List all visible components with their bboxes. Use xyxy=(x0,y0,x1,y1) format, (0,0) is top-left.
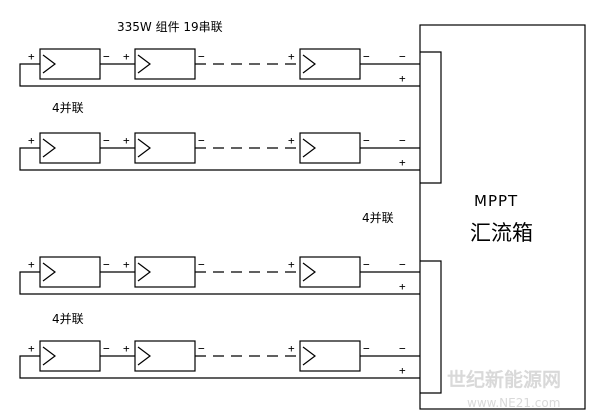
string-1-positive-return xyxy=(19,63,420,87)
string-3-module-2-minus: − xyxy=(198,258,205,271)
string-4-positive-return xyxy=(19,355,420,379)
parallel-label-b: 4并联 xyxy=(52,312,84,326)
string-4-module-3-diode-icon xyxy=(302,346,316,366)
string-2-module-1-plus: + xyxy=(28,134,35,147)
string-2-module-2 xyxy=(134,132,196,164)
string-4-module-1-minus: − xyxy=(103,342,110,355)
string-1-module-3-plus: + xyxy=(288,50,295,63)
watermark-cn: 世纪新能源网 xyxy=(447,368,561,391)
string-4-box-minus: − xyxy=(399,342,406,355)
string-1-module-2-minus: − xyxy=(198,50,205,63)
string-3-module-2-diode-icon xyxy=(137,262,151,282)
string-1-module-1-diode-icon xyxy=(42,54,56,74)
string-2-module-3 xyxy=(299,132,361,164)
string-1-module-1-minus: − xyxy=(103,50,110,63)
string-2-module-1 xyxy=(39,132,101,164)
strings-layer: +−+−+−−++−+−+−−++−+−+−−++−+−+−−+ xyxy=(19,48,420,379)
string-3-module-3-plus: + xyxy=(288,258,295,271)
module-spec-label: 335W 组件 19串联 xyxy=(117,20,223,34)
string-2-positive-return xyxy=(19,147,420,171)
string-3-box-plus: + xyxy=(399,280,406,293)
string-3-module-1-minus: − xyxy=(103,258,110,271)
parallel-label-mid: 4并联 xyxy=(362,211,394,225)
string-2-box-plus: + xyxy=(399,156,406,169)
string-1-module-3-diode-icon xyxy=(302,54,316,74)
watermark-url: www.NE21.com xyxy=(467,396,560,410)
string-3-module-3-minus: − xyxy=(363,258,370,271)
string-4-module-2-diode-icon xyxy=(137,346,151,366)
string-2-module-3-plus: + xyxy=(288,134,295,147)
parallel-label-a: 4并联 xyxy=(52,101,84,115)
string-4-module-2-plus: + xyxy=(123,342,130,355)
string-2-module-2-minus: − xyxy=(198,134,205,147)
string-1-module-1-plus: + xyxy=(28,50,35,63)
string-4-module-1-diode-icon xyxy=(42,346,56,366)
string-2-module-3-minus: − xyxy=(363,134,370,147)
string-4-module-3-minus: − xyxy=(363,342,370,355)
string-3-module-2-plus: + xyxy=(123,258,130,271)
string-3-module-3-diode-icon xyxy=(302,262,316,282)
string-4-module-3 xyxy=(299,340,361,372)
combiner-box xyxy=(419,24,586,410)
string-4-module-2 xyxy=(134,340,196,372)
string-1-module-3-minus: − xyxy=(363,50,370,63)
bus-bracket-lower xyxy=(420,260,442,394)
string-3-module-1-diode-icon xyxy=(42,262,56,282)
string-2-module-2-diode-icon xyxy=(137,138,151,158)
string-3-module-1 xyxy=(39,256,101,288)
string-4-module-1-plus: + xyxy=(28,342,35,355)
string-1-module-2-diode-icon xyxy=(137,54,151,74)
string-2-module-3-diode-icon xyxy=(302,138,316,158)
combiner-title: 汇流箱 xyxy=(470,221,533,245)
string-3-module-1-plus: + xyxy=(28,258,35,271)
string-4-module-3-plus: + xyxy=(288,342,295,355)
string-4-module-1 xyxy=(39,340,101,372)
string-4-box-plus: + xyxy=(399,364,406,377)
string-1-box-minus: − xyxy=(399,50,406,63)
string-1-module-2-plus: + xyxy=(123,50,130,63)
bus-bracket-upper xyxy=(420,51,442,184)
string-4-module-2-minus: − xyxy=(198,342,205,355)
string-2-box-minus: − xyxy=(399,134,406,147)
string-3-module-2 xyxy=(134,256,196,288)
string-2-module-1-diode-icon xyxy=(42,138,56,158)
string-1-module-2 xyxy=(134,48,196,80)
string-1-module-3 xyxy=(299,48,361,80)
string-1-box-plus: + xyxy=(399,72,406,85)
string-3-positive-return xyxy=(19,271,420,295)
string-1-module-1 xyxy=(39,48,101,80)
combiner-title-mppt: MPPT xyxy=(474,192,518,210)
string-2-module-2-plus: + xyxy=(123,134,130,147)
string-3-box-minus: − xyxy=(399,258,406,271)
string-2-module-1-minus: − xyxy=(103,134,110,147)
string-3-module-3 xyxy=(299,256,361,288)
